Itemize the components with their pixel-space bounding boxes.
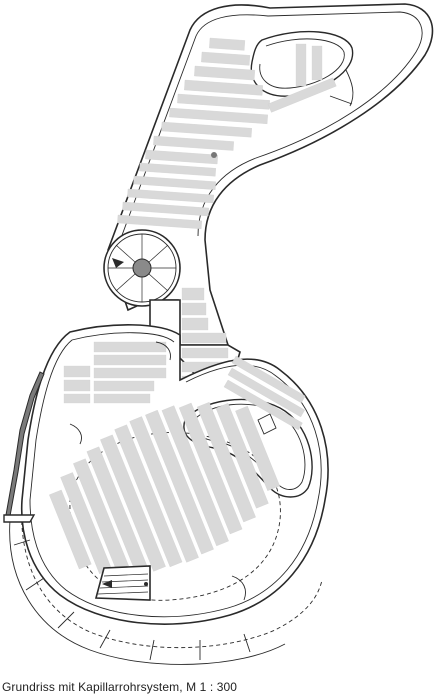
upper-wing bbox=[107, 3, 434, 346]
floor-plan-drawing bbox=[3, 3, 434, 665]
spiral-staircase bbox=[103, 229, 181, 307]
bottom-staircase bbox=[94, 565, 151, 601]
stair-arrow bbox=[112, 258, 124, 268]
drawing-caption: Grundriss mit Kapillarrohrsystem, M 1 : … bbox=[2, 680, 238, 694]
pipe-mats-upper bbox=[117, 37, 337, 230]
pipe-mats-main-hall bbox=[49, 401, 280, 577]
pipe-mats-lower-rooms bbox=[63, 341, 306, 431]
lower-wing bbox=[3, 324, 329, 665]
column-marker bbox=[211, 152, 217, 158]
